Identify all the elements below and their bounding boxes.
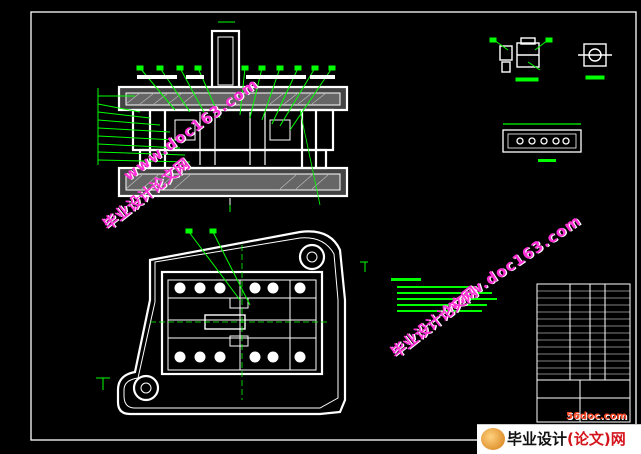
lower-die-outline [116, 230, 347, 416]
guide-pillar-hole-bottom [132, 374, 160, 402]
plan-leaders [96, 228, 368, 390]
footer-logo: 毕业设计(论文)网 [477, 424, 641, 454]
plan-view [116, 230, 347, 416]
section-hatch-labels [137, 75, 335, 79]
tech-notes [391, 278, 497, 312]
detail-view-2 [578, 43, 612, 67]
detail-leaders [489, 37, 605, 82]
section-view [117, 29, 349, 212]
guide-pillar-hole-top [298, 243, 326, 271]
parts-list [536, 283, 631, 423]
detail-view-1 [499, 37, 540, 73]
strip-layout [502, 123, 582, 153]
parts-list-rows [537, 290, 630, 375]
logo-icon [481, 428, 505, 450]
plan-centerlines [150, 245, 330, 400]
section-hatching [125, 92, 329, 190]
punch-shank [210, 29, 241, 93]
sheet-border [30, 11, 637, 441]
watermark-56doc: 56doc.com [566, 411, 627, 422]
strip-caption [538, 159, 556, 162]
die-block [138, 148, 328, 170]
footer-site-name: 毕业设计(论文)网 [507, 430, 626, 448]
